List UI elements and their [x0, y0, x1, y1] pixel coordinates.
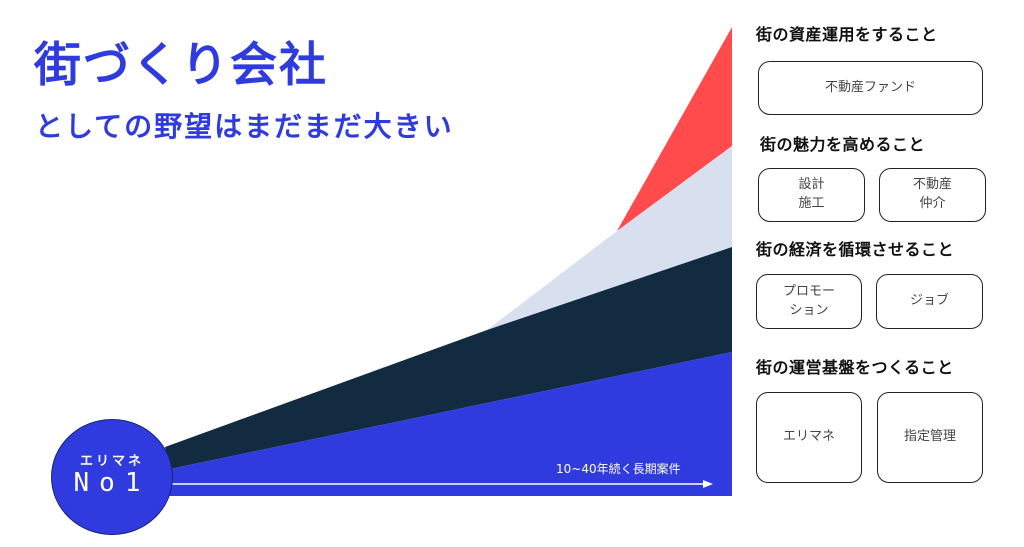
- timeline-arrow-head: [703, 480, 713, 488]
- page-subtitle: としての野望はまだまだ大きい: [35, 110, 454, 143]
- badge-rank: No1: [73, 468, 151, 498]
- section-title-operation-base: 街の運営基盤をつくること: [756, 358, 954, 377]
- box-job: ジョブ: [876, 274, 983, 329]
- box-promotion: プロモー ション: [756, 274, 862, 329]
- box-real-estate-brokerage: 不動産 仲介: [879, 168, 986, 222]
- layer-red-asset-management: [617, 27, 732, 231]
- layer-blue-operation-base: [165, 352, 732, 496]
- box-design-construction: 設計 施工: [758, 168, 865, 222]
- box-designated-management: 指定管理: [877, 392, 983, 483]
- section-title-attractiveness: 街の魅力を高めること: [760, 135, 926, 154]
- badge-label: エリマネ: [79, 454, 144, 469]
- no1-badge: [52, 420, 172, 534]
- layer-navy-economy: [165, 247, 732, 469]
- layer-lightblue-attractiveness: [487, 146, 732, 330]
- box-real-estate-fund: 不動産ファンド: [758, 61, 983, 115]
- timeline-label: 10~40年続く長期案件: [556, 462, 681, 476]
- section-title-asset-management: 街の資産運用をすること: [756, 25, 938, 44]
- page-title: 街づくり会社: [34, 38, 328, 93]
- section-title-economy: 街の経済を循環させること: [756, 240, 955, 259]
- box-area-management: エリマネ: [756, 392, 862, 483]
